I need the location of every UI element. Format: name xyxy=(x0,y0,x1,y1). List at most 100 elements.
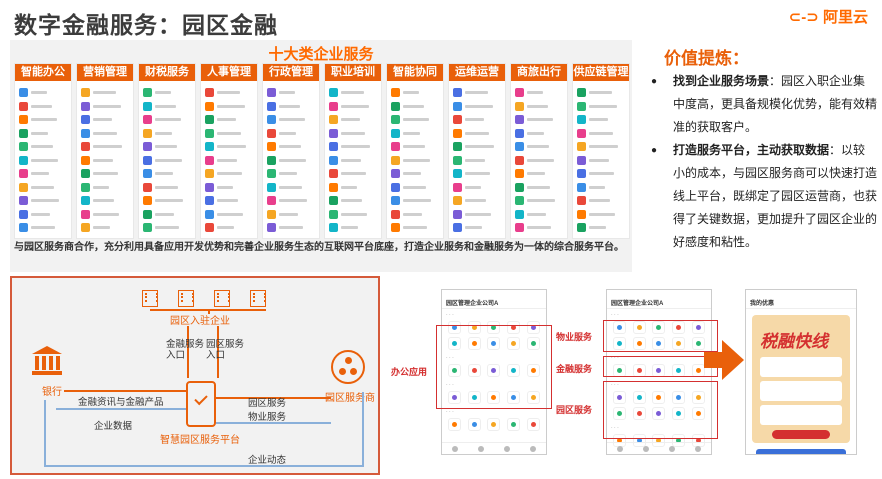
app-entry xyxy=(329,208,378,222)
icon-grid xyxy=(442,416,546,433)
app-icon[interactable] xyxy=(652,434,666,447)
app-icon[interactable] xyxy=(526,364,540,377)
app-entry xyxy=(577,113,626,127)
app-icon[interactable] xyxy=(632,321,646,334)
app-icon[interactable] xyxy=(507,337,521,350)
app-icon[interactable] xyxy=(691,321,705,334)
app-icon[interactable] xyxy=(467,321,481,334)
nav-icon[interactable] xyxy=(530,445,536,452)
app-icon[interactable] xyxy=(691,434,705,447)
app-icon[interactable] xyxy=(652,391,666,404)
app-icon[interactable] xyxy=(613,391,627,404)
nav-icon[interactable] xyxy=(643,445,649,452)
app-entry xyxy=(81,221,130,235)
phone-screen-1: 园区管理企业公司A · · ·· · ·· · ·· · · xyxy=(441,289,547,455)
app-icon[interactable] xyxy=(526,391,540,404)
app-entry xyxy=(205,167,254,181)
app-icon[interactable] xyxy=(691,407,705,420)
app-icon[interactable] xyxy=(652,407,666,420)
app-icon[interactable] xyxy=(526,337,540,350)
aliyun-logo: ⊂-⊃ 阿里云 xyxy=(788,9,868,26)
section-label: · · · xyxy=(446,355,454,361)
app-icon[interactable] xyxy=(487,418,501,431)
app-icon xyxy=(453,169,462,179)
nav-icon[interactable] xyxy=(617,445,623,452)
app-icon[interactable] xyxy=(672,321,686,334)
bottom-button[interactable] xyxy=(756,449,846,454)
app-icon[interactable] xyxy=(467,391,481,404)
app-entry xyxy=(515,167,564,181)
app-icon[interactable] xyxy=(448,391,462,404)
enterprise-description: 与园区服务商合作，充分利用具备应用开发优势和完善企业服务生态的互联网平台底座，打… xyxy=(14,242,624,253)
app-icon[interactable] xyxy=(448,418,462,431)
app-entry xyxy=(329,100,378,114)
app-icon[interactable] xyxy=(672,391,686,404)
value-item: ●找到企业服务场景：园区入职企业集中度高，更具备规模化优势，能有效精准的获取客户… xyxy=(651,70,877,139)
app-icon xyxy=(267,128,276,138)
app-icon xyxy=(329,223,338,233)
app-icon[interactable] xyxy=(507,391,521,404)
app-entry xyxy=(19,167,68,181)
app-icon[interactable] xyxy=(507,321,521,334)
app-icon[interactable] xyxy=(672,337,686,350)
nav-icon[interactable] xyxy=(695,445,701,452)
app-icon[interactable] xyxy=(487,321,501,334)
app-icon[interactable] xyxy=(672,407,686,420)
app-entry xyxy=(515,181,564,195)
icon-grid xyxy=(442,389,546,406)
app-icon[interactable] xyxy=(448,337,462,350)
app-icon[interactable] xyxy=(448,364,462,377)
app-icon xyxy=(81,196,90,206)
app-icon[interactable] xyxy=(613,407,627,420)
provider-label: 园区服务商 xyxy=(325,393,375,404)
app-icon xyxy=(19,182,28,192)
category-7: 智能协同 xyxy=(386,63,444,239)
app-icon[interactable] xyxy=(467,364,481,377)
nav-icon[interactable] xyxy=(669,445,675,452)
app-icon xyxy=(205,101,214,111)
app-entry xyxy=(267,100,316,114)
app-icon[interactable] xyxy=(613,337,627,350)
apply-button[interactable] xyxy=(772,430,830,439)
app-icon[interactable] xyxy=(652,321,666,334)
app-icon[interactable] xyxy=(632,407,646,420)
app-icon[interactable] xyxy=(652,337,666,350)
app-icon xyxy=(329,182,338,192)
app-entry xyxy=(205,221,254,235)
app-icon xyxy=(329,209,338,219)
park-label: 园区服务 xyxy=(556,405,593,415)
app-icon xyxy=(81,209,90,219)
app-icon[interactable] xyxy=(507,364,521,377)
app-icon[interactable] xyxy=(526,321,540,334)
app-entry xyxy=(205,100,254,114)
app-icon xyxy=(81,128,90,138)
nav-icon[interactable] xyxy=(478,445,484,452)
app-icon[interactable] xyxy=(632,337,646,350)
app-icon[interactable] xyxy=(467,418,481,431)
app-icon[interactable] xyxy=(691,391,705,404)
app-icon xyxy=(143,169,152,179)
app-entry xyxy=(515,208,564,222)
app-icon[interactable] xyxy=(691,337,705,350)
app-icon[interactable] xyxy=(613,321,627,334)
app-icon[interactable] xyxy=(448,321,462,334)
platform-label: 智慧园区服务平台 xyxy=(160,435,240,446)
app-icon[interactable] xyxy=(467,337,481,350)
nav-icon[interactable] xyxy=(504,445,510,452)
app-entry xyxy=(81,86,130,100)
app-icon[interactable] xyxy=(487,391,501,404)
app-icon[interactable] xyxy=(526,418,540,431)
app-icon xyxy=(391,128,400,138)
app-icon[interactable] xyxy=(632,391,646,404)
app-icon xyxy=(515,196,524,206)
app-entry xyxy=(577,154,626,168)
app-icon[interactable] xyxy=(487,364,501,377)
app-icon[interactable] xyxy=(672,434,686,447)
app-entry xyxy=(453,167,502,181)
app-icon[interactable] xyxy=(507,418,521,431)
phone-screen-3: 我的优惠 税融快线 xyxy=(745,289,857,455)
app-icon[interactable] xyxy=(632,434,646,447)
nav-icon[interactable] xyxy=(452,445,458,452)
app-icon xyxy=(577,115,586,125)
app-icon[interactable] xyxy=(487,337,501,350)
